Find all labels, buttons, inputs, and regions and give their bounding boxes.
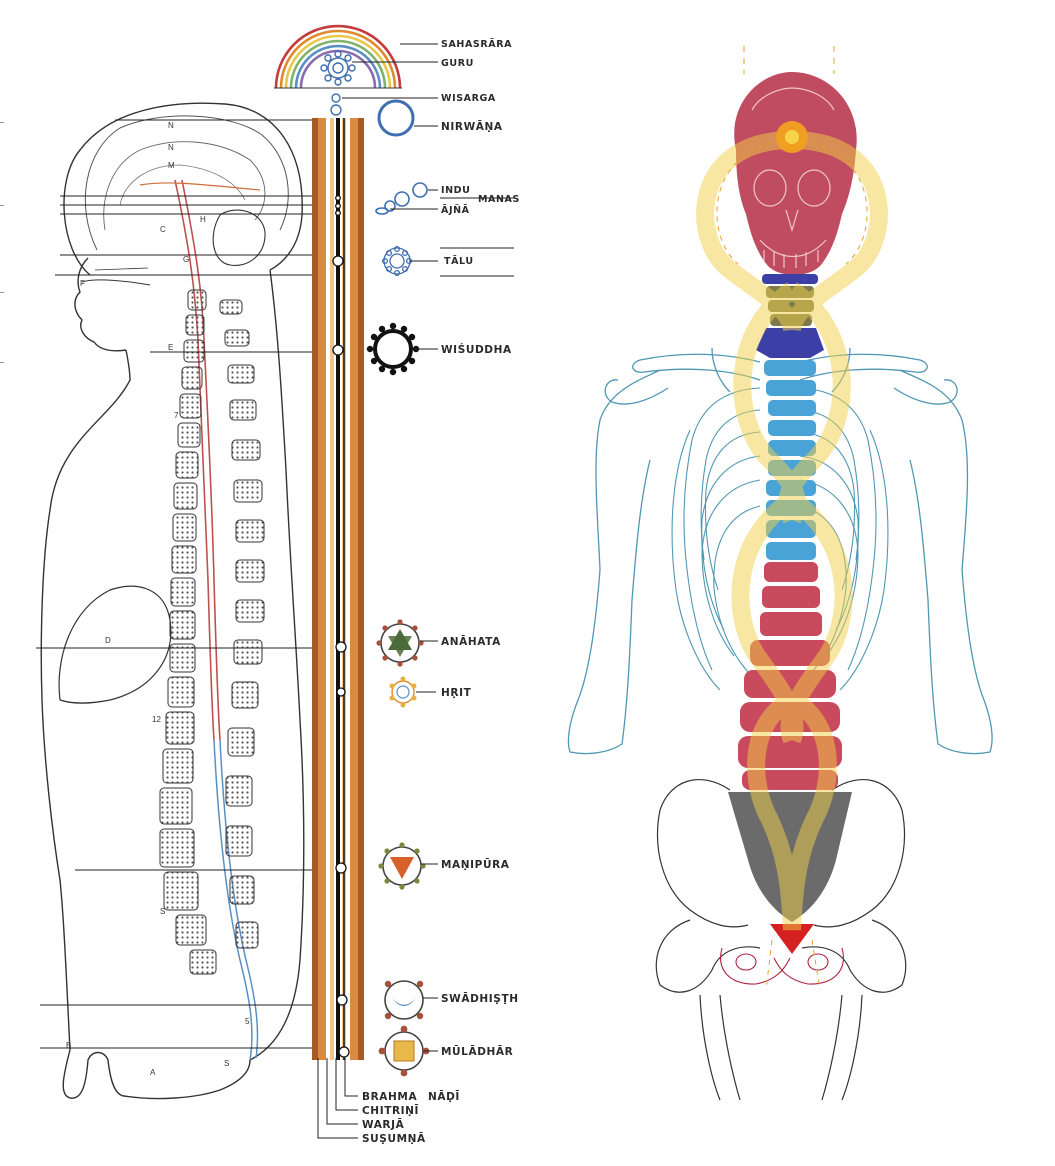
label-chitrini: CHITRIṆĪ [362,1104,419,1117]
label-brahma: BRAHMA [362,1091,417,1103]
label-ajna: ĀJÑĀ [441,205,470,216]
label-guru: GURU [441,58,474,69]
label-manas: MANAS [478,194,520,205]
wisuddha-lotus-icon [366,322,420,376]
scan-edge-mark [0,205,4,206]
label-talu: TĀLU [444,256,474,267]
ribcage [671,387,889,691]
label-indu: INDU [441,185,471,196]
nadi-flow-dashes [716,139,868,991]
label-anahata: ANĀHATA [441,635,501,648]
swadhisthana-lotus-icon [384,980,424,1020]
label-wisarga: WISARGA [441,93,496,104]
label-twelve: 12 [152,715,161,724]
scan-edge-mark [0,292,4,293]
nirwana-circle-icon [377,99,415,137]
label-muladhara: MŪLĀDHĀR [441,1045,513,1058]
guru-lotus-icon [320,50,356,86]
label-wisuddha: WIŚUDDHA [441,343,512,356]
scan-edge-mark [0,122,4,123]
letter-n: N [168,121,174,130]
letter-s: S [160,907,165,916]
label-susumna: SUṢUMṆĀ [362,1132,426,1145]
letter-g: G [183,255,189,264]
chakra-labels: SAHASRĀRA GURU WISARGA NIRWĀṆA INDU MANA… [441,39,520,1058]
wisarga-dot-icon [330,93,342,116]
muladhara-lotus-icon [378,1025,430,1077]
letter-a: A [150,1068,156,1077]
sushumna-column [312,118,364,1060]
letter-c: C [160,225,166,234]
nadi-glow-paths [696,131,888,931]
label-sahasrara: SAHASRĀRA [441,39,512,50]
label-warja: WARJĀ [362,1118,405,1131]
letter-n-2: N [168,143,174,152]
arm-bones [567,369,993,755]
label-leaders [342,43,514,1052]
label-nirwana: NIRWĀṆA [441,120,503,133]
region-letters: N N M H C G F E 7 D 12 S 5 S B A [66,121,250,1077]
skull-icon [734,72,857,275]
nadi-callout-lines [317,1058,358,1139]
crown-point-icon [776,121,808,153]
skeleton-figure [567,46,993,1101]
label-swadhisthana: SWĀDHIṢṬH [441,992,519,1005]
nadi-labels: BRAHMA NĀḌĪ CHITRIṆĪ WARJĀ SUṢUMṆĀ [362,1090,460,1145]
label-five: 5 [245,1017,250,1026]
letter-d: D [105,636,111,645]
letter-s-2: S [224,1059,229,1068]
label-seven: 7 [174,411,179,420]
letter-f: F [80,279,85,288]
talu-lotus-icon [381,245,413,277]
vertebrae-column [159,289,265,975]
label-nadi: NĀḌĪ [428,1090,460,1103]
sahasrara-rainbow [274,24,402,89]
pubic-arch [720,947,844,985]
letter-m: M [168,161,175,170]
coccyx [770,924,814,954]
letter-h: H [200,215,206,224]
pelvis [655,779,907,1101]
human-profile-figure [40,102,305,1100]
anahata-lotus-icon [376,619,424,667]
hrit-lotus-icon [389,676,417,708]
label-manipura: MAṆIPŪRA [441,858,510,871]
manipura-lotus-icon [378,842,426,890]
indu-ajna-icons [375,182,428,215]
letter-e: E [168,343,173,352]
scan-edge-mark [0,362,4,363]
label-hrit: HṚIT [441,687,472,699]
letter-b: B [66,1041,71,1050]
level-lines [36,119,315,1049]
